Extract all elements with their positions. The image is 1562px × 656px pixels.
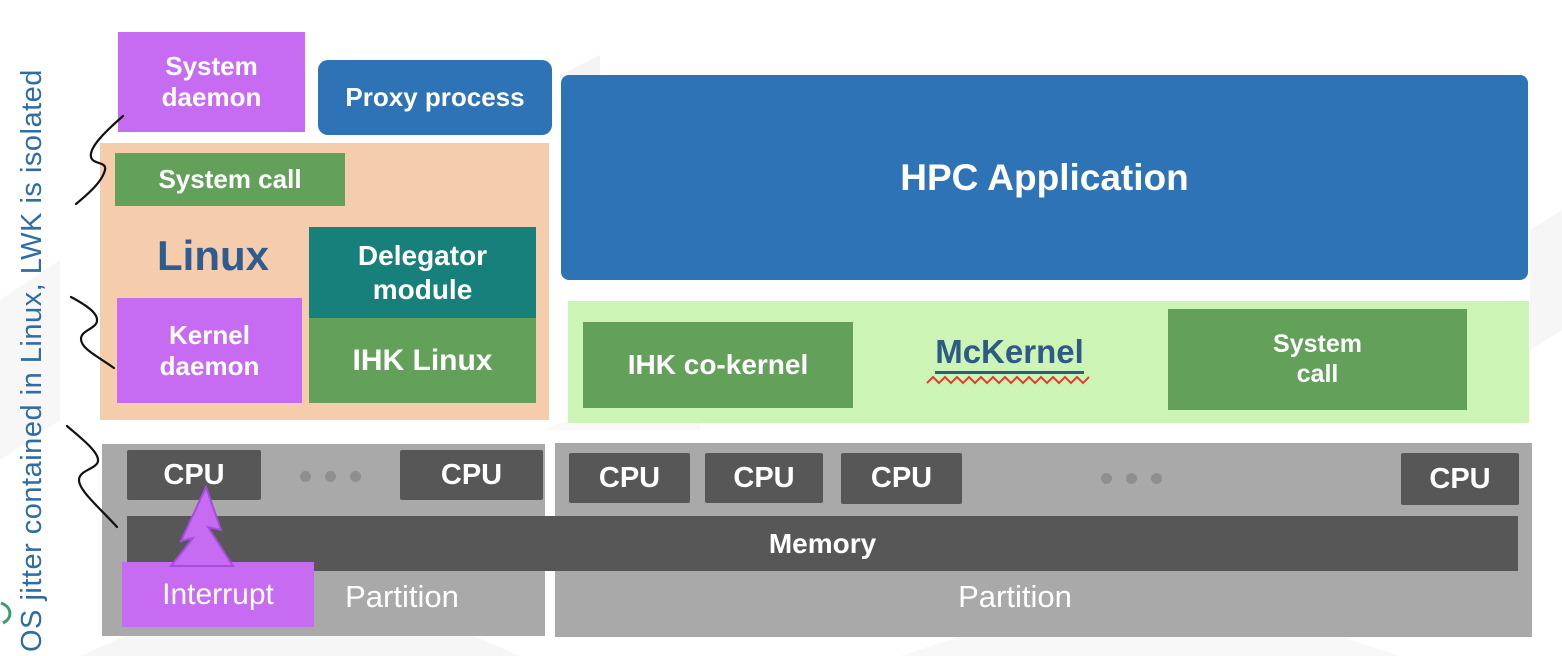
ellipsis-dots-icon xyxy=(300,471,361,482)
corner-green-mark-icon xyxy=(0,601,12,625)
mckernel-title: McKernel xyxy=(917,333,1102,385)
cpu-box: CPU xyxy=(1401,453,1519,505)
spellcheck-squiggle-icon xyxy=(925,375,1090,385)
memory-bar: Memory xyxy=(127,516,1518,571)
ellipsis-dots-icon xyxy=(1101,473,1162,484)
mckernel-title-text: McKernel xyxy=(935,333,1084,375)
system-call-linux-box: System call xyxy=(115,153,345,206)
delegator-module-box: Delegator module xyxy=(309,227,536,318)
partition-label-left: Partition xyxy=(345,579,459,614)
system-call-mckernel-box: System call xyxy=(1168,309,1467,410)
cpu-box: CPU xyxy=(841,453,962,504)
cpu-box: CPU xyxy=(127,450,261,500)
interrupt-box: Interrupt xyxy=(122,562,314,627)
cpu-box: CPU xyxy=(569,453,690,503)
proxy-process-box: Proxy process xyxy=(318,60,552,135)
kernel-daemon-box: Kernel daemon xyxy=(117,298,302,403)
side-annotation: OS jitter contained in Linux, LWK is iso… xyxy=(16,69,48,652)
cpu-box: CPU xyxy=(705,453,823,503)
hpc-application-box: HPC Application xyxy=(561,75,1528,280)
cpu-box: CPU xyxy=(400,450,543,500)
ihk-co-kernel-box: IHK co-kernel xyxy=(583,322,853,408)
system-daemon-box: System daemon xyxy=(118,32,305,132)
partition-label-right: Partition xyxy=(958,579,1072,614)
linux-title: Linux xyxy=(157,232,269,279)
ihk-linux-box: IHK Linux xyxy=(309,318,536,403)
